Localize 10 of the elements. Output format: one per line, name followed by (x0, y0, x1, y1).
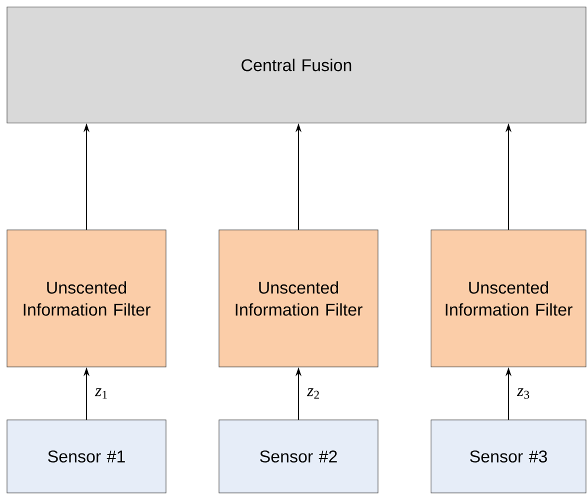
sensor-box: Sensor #2 (218, 420, 378, 494)
sensor-box: Sensor #3 (430, 420, 586, 494)
edge-label: z$_{2}$ (306, 388, 319, 399)
filter-box: Unscented Information Filter (430, 230, 586, 368)
edge-label: z$_{1}$ (94, 388, 107, 399)
filter-box: Unscented Information Filter (6, 230, 166, 368)
fusion-box: Central Fusion (6, 6, 586, 124)
sensor-box: Sensor #1 (6, 420, 166, 494)
edge-label: z$_{3}$ (516, 388, 530, 399)
filter-box: Unscented Information Filter (218, 230, 378, 368)
